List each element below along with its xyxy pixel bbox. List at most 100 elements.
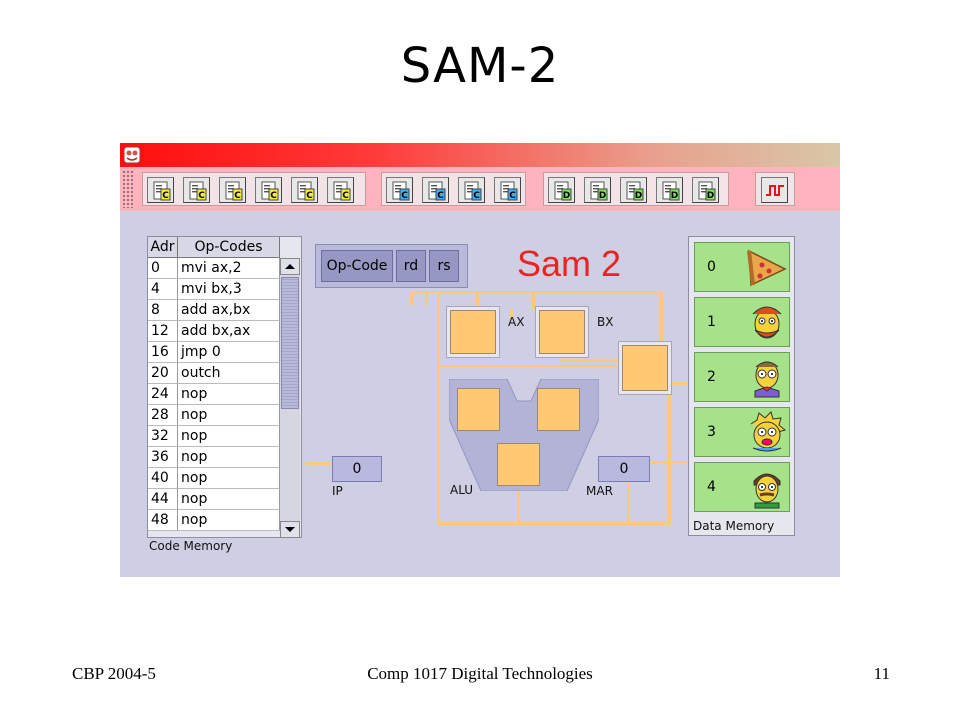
bus-wire bbox=[560, 359, 620, 362]
code-tool-button[interactable]: C bbox=[147, 177, 174, 203]
svg-text:C: C bbox=[234, 191, 241, 201]
data-tool-button[interactable]: D bbox=[692, 177, 719, 203]
code-blue-tool-button[interactable]: C bbox=[422, 177, 449, 203]
data-tool-button[interactable]: D bbox=[620, 177, 647, 203]
data-memory-cell[interactable]: 2 bbox=[694, 352, 790, 402]
row-opcode[interactable]: nop bbox=[178, 468, 280, 489]
data-memory-panel: 0 1 2 bbox=[688, 236, 795, 536]
bus-wire bbox=[437, 291, 663, 294]
bus-wire bbox=[476, 291, 479, 309]
svg-text:C: C bbox=[509, 191, 516, 201]
row-opcode[interactable]: nop bbox=[178, 426, 280, 447]
arrow-down-icon bbox=[285, 527, 295, 532]
row-address: 36 bbox=[148, 447, 178, 468]
svg-text:C: C bbox=[401, 191, 408, 201]
row-address: 4 bbox=[148, 279, 178, 300]
code-memory-label: Code Memory bbox=[149, 539, 233, 553]
data-tool-button[interactable]: D bbox=[656, 177, 683, 203]
row-opcode[interactable]: nop bbox=[178, 489, 280, 510]
code-tool-button[interactable]: C bbox=[183, 177, 210, 203]
column-header-op-codes: Op-Codes bbox=[178, 237, 280, 258]
svg-text:D: D bbox=[599, 191, 606, 201]
data-memory-cell[interactable]: 4 bbox=[694, 462, 790, 512]
rd-field: rd bbox=[396, 250, 426, 282]
scroll-down-button[interactable] bbox=[280, 521, 300, 538]
row-opcode[interactable]: mvi ax,2 bbox=[178, 258, 280, 279]
bus-wire bbox=[660, 291, 663, 347]
row-opcode[interactable]: add bx,ax bbox=[178, 321, 280, 342]
maggie-face-icon bbox=[750, 411, 787, 452]
code-tool-button[interactable]: C bbox=[219, 177, 246, 203]
groundskeeper-face-icon bbox=[752, 306, 782, 339]
data-memory-cell[interactable]: 0 bbox=[694, 242, 790, 292]
svg-text:C: C bbox=[306, 191, 313, 201]
svg-text:D: D bbox=[635, 191, 642, 201]
footer-page-number: 11 bbox=[873, 664, 890, 683]
svg-text:D: D bbox=[707, 191, 714, 201]
rs-field: rs bbox=[429, 250, 459, 282]
row-opcode[interactable]: outch bbox=[178, 363, 280, 384]
toolbar-grip-handle[interactable] bbox=[122, 170, 134, 208]
bx-label: BX bbox=[597, 315, 614, 329]
ax-label: AX bbox=[508, 315, 525, 329]
code-blue-tool-button[interactable]: C bbox=[386, 177, 413, 203]
scroll-up-button[interactable] bbox=[280, 258, 300, 275]
slide-title: SAM-2 bbox=[400, 38, 560, 94]
row-opcode[interactable]: nop bbox=[178, 510, 280, 531]
data-memory-cell[interactable]: 1 bbox=[694, 297, 790, 347]
data-memory-cell[interactable]: 3 bbox=[694, 407, 790, 457]
row-opcode[interactable]: nop bbox=[178, 405, 280, 426]
data-tool-button[interactable]: D bbox=[548, 177, 575, 203]
code-memory-scrollbar[interactable] bbox=[280, 258, 300, 538]
temp-register[interactable] bbox=[622, 345, 668, 391]
svg-text:D: D bbox=[563, 191, 570, 201]
code-tool-button[interactable]: C bbox=[327, 177, 354, 203]
clock-pulse-button[interactable] bbox=[761, 177, 788, 203]
code-blue-tool-button[interactable]: C bbox=[458, 177, 485, 203]
code-blue-tool-button[interactable]: C bbox=[494, 177, 521, 203]
window-titlebar bbox=[120, 143, 840, 167]
svg-text:C: C bbox=[198, 191, 205, 201]
pizza-slice-icon bbox=[747, 249, 787, 287]
scroll-thumb[interactable] bbox=[281, 277, 299, 409]
alu-input-b bbox=[537, 388, 580, 431]
footer-course-title: Comp 1017 Digital Technologies bbox=[367, 664, 593, 683]
app-logo-icon[interactable] bbox=[123, 146, 141, 164]
row-address: 24 bbox=[148, 384, 178, 405]
flanders-face-icon bbox=[753, 473, 781, 509]
row-opcode[interactable]: add ax,bx bbox=[178, 300, 280, 321]
toolbar-group-clock bbox=[755, 172, 795, 206]
row-opcode[interactable]: jmp 0 bbox=[178, 342, 280, 363]
arrow-up-icon bbox=[285, 264, 295, 269]
row-opcode[interactable]: nop bbox=[178, 447, 280, 468]
bus-wire bbox=[668, 382, 688, 385]
bus-wire bbox=[437, 365, 617, 368]
sam2-simulator-window: C C C C C C C C C C D D D D D Adr Op-Cod… bbox=[120, 143, 840, 577]
data-memory-label: Data Memory bbox=[693, 519, 775, 533]
code-tool-button[interactable]: C bbox=[255, 177, 282, 203]
ip-register-value: 0 bbox=[332, 456, 382, 482]
instruction-register: Op-Code rd rs bbox=[315, 244, 468, 288]
svg-text:C: C bbox=[437, 191, 444, 201]
data-tool-button[interactable]: D bbox=[584, 177, 611, 203]
row-opcode[interactable]: mvi bx,3 bbox=[178, 279, 280, 300]
bx-register[interactable] bbox=[539, 310, 585, 354]
code-tool-button[interactable]: C bbox=[291, 177, 318, 203]
row-address: 8 bbox=[148, 300, 178, 321]
ax-register[interactable] bbox=[450, 310, 496, 354]
row-opcode[interactable]: nop bbox=[178, 384, 280, 405]
